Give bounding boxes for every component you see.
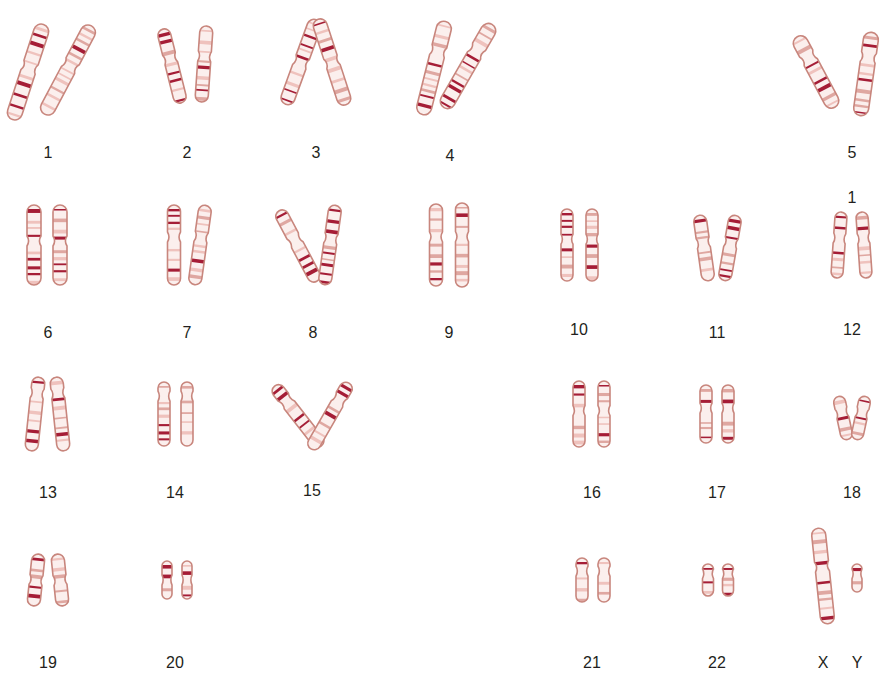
chromosome xyxy=(49,376,72,451)
chromosome-number: 20 xyxy=(166,655,184,671)
chromosome-number: 10 xyxy=(570,322,588,338)
chromosome xyxy=(560,209,574,281)
chromosome xyxy=(156,27,189,104)
chromosome xyxy=(194,26,214,103)
chromosome-number: 18 xyxy=(843,485,861,501)
chromosome xyxy=(26,205,42,285)
chromosome xyxy=(167,205,182,285)
chromosome-number: 2 xyxy=(183,145,192,161)
chromosome-number: 16 xyxy=(583,485,601,501)
chromosome-number: 21 xyxy=(583,655,601,671)
chromosome xyxy=(597,381,611,447)
chromosome xyxy=(26,553,46,606)
chromosome xyxy=(810,527,836,624)
chromosome-number: 3 xyxy=(312,145,321,161)
chromosome xyxy=(851,564,863,592)
chromosome xyxy=(721,385,735,443)
chromosome xyxy=(52,205,68,285)
chromosome xyxy=(187,204,213,285)
chromosome-number: 4 xyxy=(446,148,455,164)
chromosome-number: 13 xyxy=(39,485,57,501)
chromosome-number: 14 xyxy=(166,485,184,501)
chromosome xyxy=(850,395,873,441)
chromosome xyxy=(699,385,713,443)
chromosome-number: 6 xyxy=(44,325,53,341)
chromosome xyxy=(50,553,70,606)
chromosome xyxy=(575,558,589,603)
chromosome xyxy=(722,564,735,596)
chromosome-number: 8 xyxy=(309,325,318,341)
chromosome xyxy=(181,561,193,599)
chromosome-number: 15 xyxy=(303,483,321,499)
chromosome xyxy=(455,203,470,287)
chromosome xyxy=(317,204,343,285)
chromosome xyxy=(702,564,715,596)
chromosome xyxy=(310,17,353,108)
chromosome xyxy=(269,381,328,450)
chromosome xyxy=(24,376,47,451)
chromosome xyxy=(437,20,500,112)
chromosome-number: 22 xyxy=(708,655,726,671)
chromosome xyxy=(305,379,356,452)
chromosome xyxy=(429,204,444,286)
chromosome xyxy=(852,31,880,117)
chromosome xyxy=(717,214,743,282)
chromosome xyxy=(273,207,324,285)
chromosome xyxy=(692,214,716,281)
chromosome-number: 11 xyxy=(709,325,726,341)
chromosome xyxy=(855,212,874,279)
chromosome-number: 17 xyxy=(708,485,726,501)
chromosome-number: X xyxy=(818,655,829,671)
chromosome-number: 1 xyxy=(44,145,53,161)
chromosome-number: 9 xyxy=(445,325,454,341)
chromosome-number: Y xyxy=(852,655,863,671)
chromosome xyxy=(585,209,599,281)
chromosome xyxy=(790,33,843,112)
chromosome-number: 1 xyxy=(848,190,857,206)
chromosome xyxy=(180,382,194,446)
chromosome xyxy=(157,382,171,446)
chromosome xyxy=(572,381,586,447)
chromosome xyxy=(161,561,173,599)
chromosome xyxy=(597,558,611,602)
chromosome xyxy=(37,22,99,118)
chromosome-number: 5 xyxy=(848,145,857,161)
chromosome xyxy=(830,212,849,279)
chromosome-number: 12 xyxy=(843,322,861,338)
chromosome-number: 19 xyxy=(39,655,57,671)
chromosome-number: 7 xyxy=(183,325,192,341)
